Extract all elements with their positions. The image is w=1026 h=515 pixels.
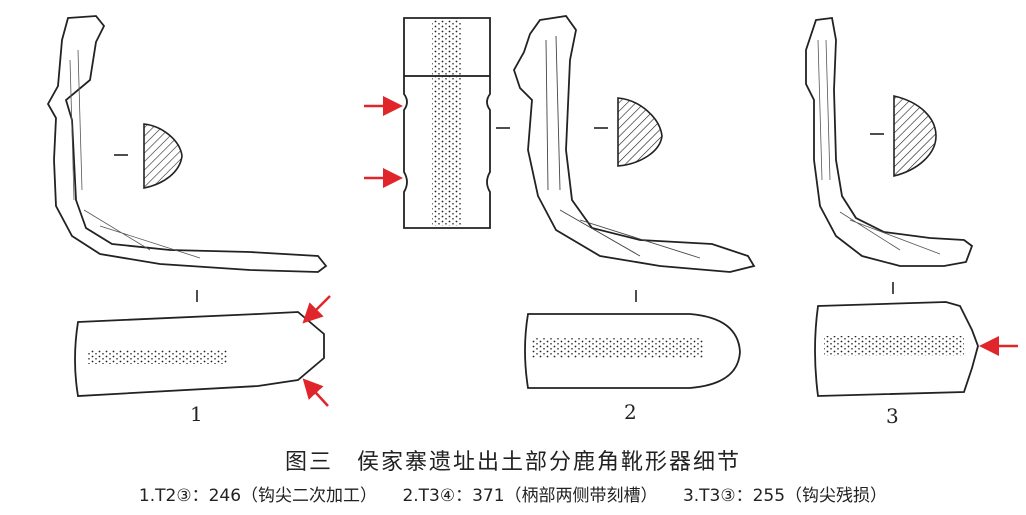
specimen-1 xyxy=(46,15,331,407)
specimen-2 xyxy=(364,15,756,389)
specimen-1-arrow-lower xyxy=(302,378,329,407)
specimen-3-profile xyxy=(805,17,974,267)
specimen-2-bottom-view xyxy=(524,313,741,389)
figure-caption-items: 1.T2③：246（钩尖二次加工） 2.T3④：371（柄部两侧带刻槽） 3.T… xyxy=(0,481,1026,506)
caption-item-2: 2.T3④：371（柄部两侧带刻槽） xyxy=(402,486,658,506)
specimen-3-cross-section xyxy=(893,94,937,178)
specimen-3-bottom-view xyxy=(814,301,979,397)
specimen-1-cross-section xyxy=(143,123,183,189)
specimen-number-3: 3 xyxy=(886,404,899,428)
caption-item-3: 3.T3③：255（钩尖残损） xyxy=(682,486,888,506)
specimen-number-2: 2 xyxy=(624,400,637,424)
specimen-number-1: 1 xyxy=(190,402,203,426)
specimen-3 xyxy=(805,17,1018,397)
specimen-2-profile xyxy=(513,15,756,273)
specimen-1-arrow-upper xyxy=(302,295,331,324)
specimen-2-cross-section xyxy=(617,97,663,167)
specimen-1-bottom-view xyxy=(74,311,325,397)
specimen-1-profile xyxy=(46,15,328,273)
specimen-figure xyxy=(46,15,1018,407)
figure-caption-title: 图三 侯家寨遗址出土部分鹿角靴形器细节 xyxy=(284,450,741,475)
caption-item-1: 1.T2③：246（钩尖二次加工） xyxy=(138,486,378,506)
